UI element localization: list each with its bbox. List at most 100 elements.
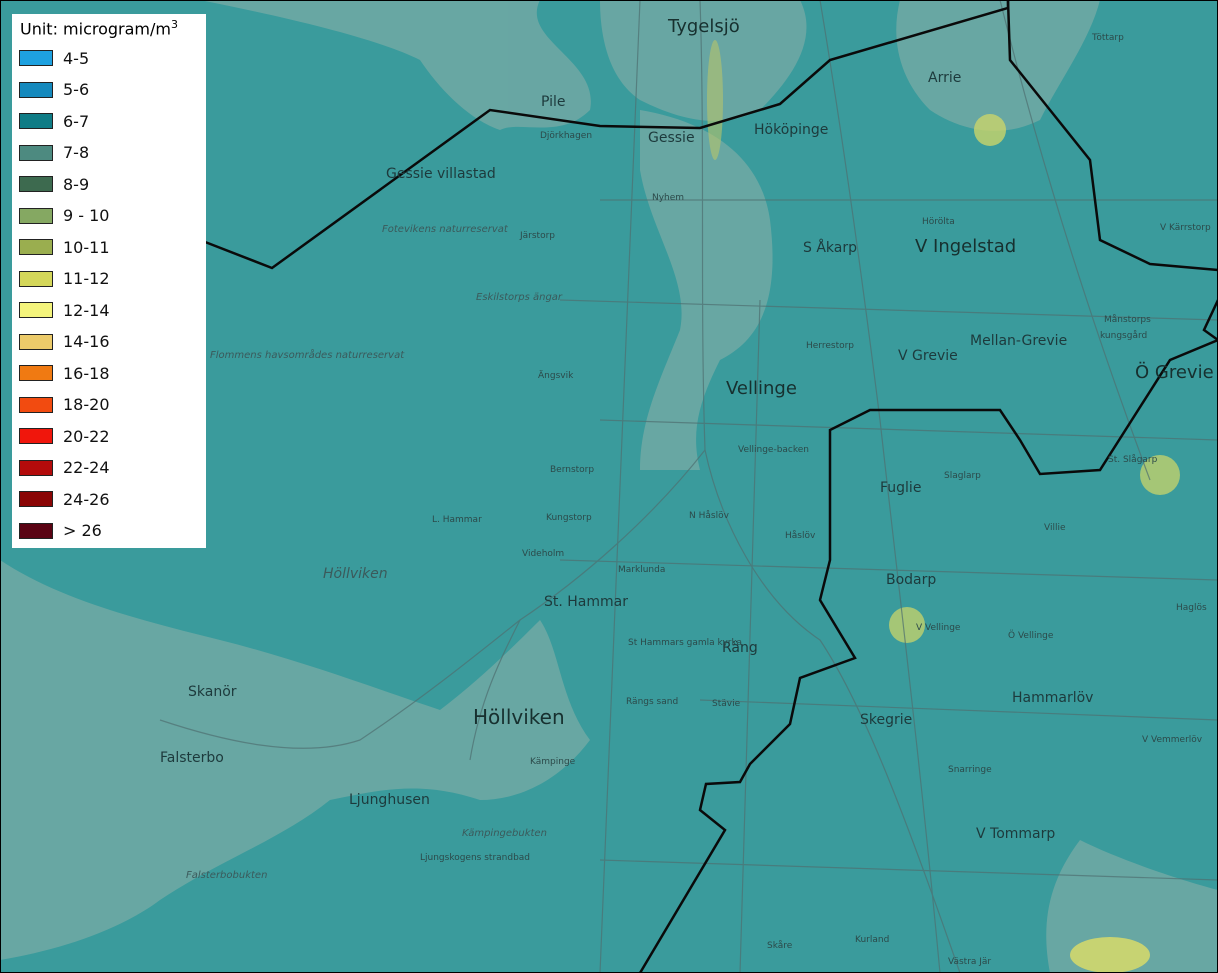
legend-swatch [19, 302, 53, 318]
legend-item: > 26 [19, 521, 102, 541]
legend-title-text: Unit: microgram/m [20, 19, 171, 39]
label-fuglie: Fuglie [880, 480, 921, 496]
label-horolta: Hörölta [922, 217, 955, 227]
legend-swatch [19, 365, 53, 381]
legend-swatch [19, 333, 53, 350]
label-mellan-grevie: Mellan-Grevie [970, 333, 1067, 349]
legend-swatch [19, 396, 53, 413]
legend-swatch [19, 239, 53, 255]
label-v-grevie: V Grevie [898, 348, 958, 364]
legend-label: 9 - 10 [63, 206, 110, 225]
label-gessie-villastad: Gessie villastad [386, 166, 496, 182]
legend-label: 8-9 [63, 174, 90, 194]
legend-item: 7-8 [19, 143, 89, 163]
legend-item: 4-5 [19, 48, 89, 68]
legend-swatch [19, 113, 53, 129]
legend-label: 4-5 [63, 48, 90, 68]
legend-item: 6-7 [19, 111, 89, 131]
label-st-slagarp: St. Slågarp [1108, 454, 1158, 465]
label-ljungskogens: Ljungskogens strandbad [420, 853, 530, 863]
label-haslov: Håslöv [785, 530, 816, 541]
label-stavie: Stävie [712, 699, 741, 709]
label-mansstorps: Månstorps [1104, 314, 1151, 325]
legend-label: 5-6 [63, 80, 90, 99]
label-kungsgard: kungsgård [1100, 330, 1147, 341]
label-haglos: Haglös [1176, 603, 1207, 613]
label-st-hammar: St. Hammar [544, 594, 628, 610]
label-o-vellinge: Ö Vellinge [1008, 630, 1054, 641]
label-v-tommarp: V Tommarp [976, 826, 1055, 842]
municipal-borders [199, 0, 1218, 973]
label-ljunghusen: Ljunghusen [349, 792, 430, 808]
legend-item: 22-24 [19, 458, 110, 478]
legend-item: 8-9 [19, 174, 89, 194]
label-pile: Pile [541, 94, 566, 110]
legend-label: 16-18 [63, 363, 110, 383]
label-vastra-jar: Västra Jär [948, 957, 991, 967]
label-kungstorp: Kungstorp [546, 513, 592, 523]
label-tygelsjo: Tygelsjö [667, 16, 740, 37]
hotspots [707, 40, 1180, 973]
label-angsvik: Ängsvik [538, 370, 574, 381]
legend-item: 24-26 [19, 489, 110, 509]
legend-item: 16-18 [19, 363, 110, 383]
legend-item: 9 - 10 [19, 206, 109, 226]
label-hollviken: Höllviken [473, 705, 565, 729]
label-eskilstorps-angar: Eskilstorps ängar [476, 292, 563, 303]
label-n-haslov: N Håslöv [689, 510, 730, 521]
legend-label: 14-16 [63, 332, 110, 351]
label-vellinge-backen: Vellinge-backen [738, 445, 809, 455]
label-rang: Räng [722, 640, 758, 656]
label-marklunda: Marklunda [618, 565, 665, 575]
label-videholm: Videholm [522, 549, 564, 559]
legend-swatch [19, 144, 53, 161]
label-arrie: Arrie [928, 70, 961, 86]
legend-label: 7-8 [63, 143, 90, 162]
legend-swatch [19, 491, 53, 507]
label-villie: Villie [1044, 523, 1066, 533]
label-fotevikens: Fotevikens naturreservat [382, 224, 509, 235]
legend-label: 18-20 [63, 395, 110, 414]
legend-label: 10-11 [63, 237, 110, 257]
label-v-karrstorp: V Kärrstorp [1160, 223, 1211, 233]
legend-item: 14-16 [19, 332, 110, 352]
label-s-akarp: S Åkarp [803, 239, 857, 256]
label-hammarlov: Hammarlöv [1012, 690, 1093, 706]
label-nyhem: Nyhem [652, 193, 684, 203]
label-l-hammar: L. Hammar [432, 515, 482, 525]
label-kurland: Kurland [855, 935, 889, 945]
legend-label: > 26 [63, 521, 102, 540]
label-hokopinge: Hököpinge [754, 122, 828, 138]
label-v-ingelstad: V Ingelstad [915, 236, 1016, 257]
label-skanor: Skanör [188, 684, 237, 700]
legend-item: 18-20 [19, 395, 110, 415]
label-o-grevie: Ö Grevie [1135, 361, 1214, 383]
legend-swatch [19, 81, 53, 98]
legend-item: 20-22 [19, 426, 110, 446]
label-kampingebukten: Kämpingebukten [462, 828, 547, 839]
legend-label: 24-26 [63, 489, 110, 509]
label-foteviken-havsomrade: Flommens havsområdes naturreservat [210, 348, 405, 361]
label-falsterbobukten: Falsterbobukten [186, 870, 267, 881]
legend-label: 6-7 [63, 111, 90, 131]
label-hollviken-water: Höllviken [323, 566, 388, 582]
label-falsterbo: Falsterbo [160, 750, 224, 766]
legend-swatch [19, 176, 53, 192]
label-bernstorp: Bernstorp [550, 465, 594, 475]
label-skegrie: Skegrie [860, 712, 912, 728]
label-djurhagen: Djörkhagen [540, 131, 592, 141]
label-st-hammars-kyrka: St Hammars gamla kyrka [628, 638, 742, 648]
place-labels: Tygelsjö Pile Gessie Gessie villastad Hö… [160, 16, 1214, 967]
label-skare: Skåre [767, 940, 793, 951]
label-v-vemmerlov: V Vemmerlöv [1142, 735, 1203, 745]
legend-swatch [19, 207, 53, 224]
legend-item: 5-6 [19, 80, 89, 100]
legend-swatch [19, 522, 53, 539]
label-kampinge: Kämpinge [530, 757, 576, 767]
label-slaglarp: Slaglarp [944, 471, 981, 481]
legend-item: 11-12 [19, 269, 110, 289]
legend-item: 12-14 [19, 300, 110, 320]
legend-swatch [19, 50, 53, 66]
label-tottarp: Töttarp [1091, 33, 1124, 43]
